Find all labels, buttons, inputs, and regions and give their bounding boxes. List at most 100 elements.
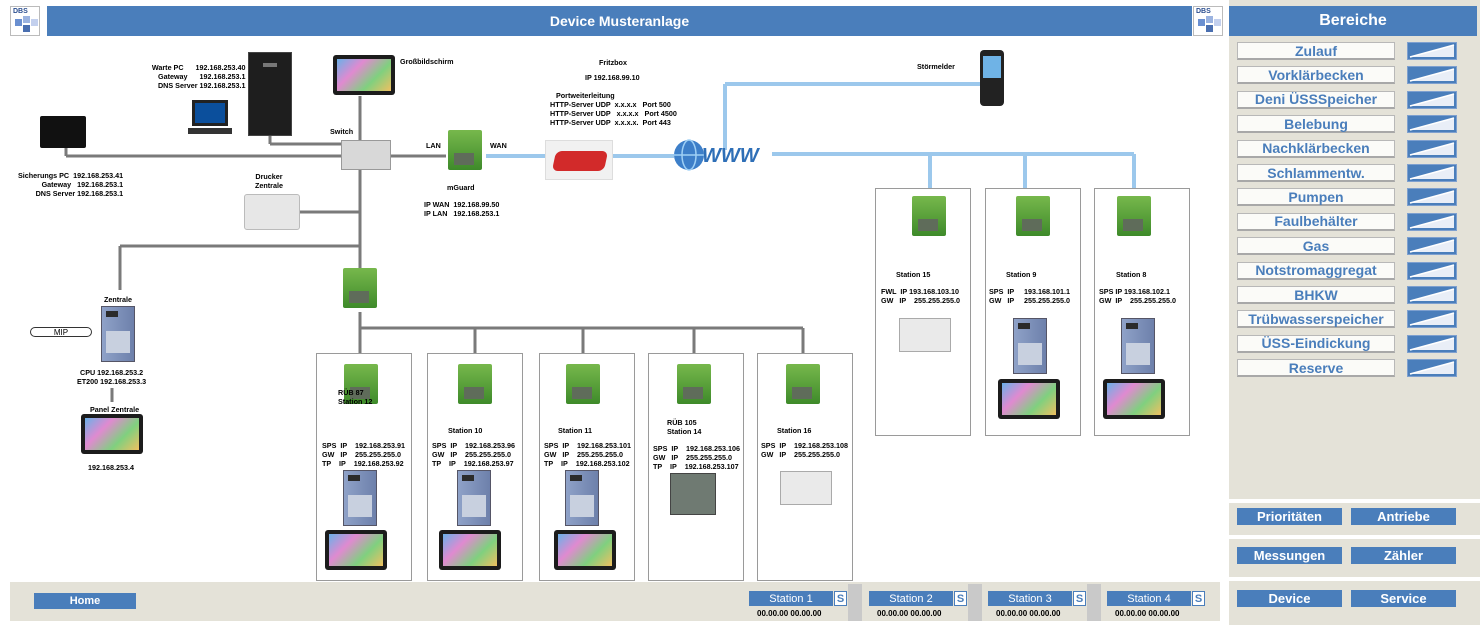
sicherungs-pc-icon[interactable] (40, 116, 86, 148)
mguard-ip-label: IP WAN 192.168.99.50 IP LAN 192.168.253.… (424, 200, 500, 218)
area-button[interactable]: Deni ÜSSSpeicher (1237, 90, 1395, 109)
area-trend-icon[interactable] (1407, 237, 1457, 256)
fritzbox-ip-label: IP 192.168.99.10 (585, 73, 640, 82)
mguard-icon[interactable] (566, 364, 600, 404)
messungen-button[interactable]: Messungen (1237, 547, 1342, 564)
mguard-icon[interactable] (1117, 196, 1151, 236)
station-3-s-button[interactable]: S (1073, 591, 1086, 606)
panel-zentrale-label: Panel Zentrale (90, 405, 140, 414)
panel-divider (1229, 577, 1480, 581)
area-button[interactable]: Belebung (1237, 115, 1395, 134)
area-button[interactable]: Gas (1237, 237, 1395, 256)
fritzbox-router-icon[interactable] (545, 140, 613, 180)
area-trend-icon[interactable] (1407, 359, 1457, 378)
station-2-button[interactable]: Station 2 (869, 591, 953, 606)
mguard-icon[interactable] (786, 364, 820, 404)
fritzbox-label: Fritzbox (599, 58, 627, 67)
dbs-logo-left: DBS (10, 6, 40, 36)
area-trend-icon[interactable] (1407, 310, 1457, 329)
panel-icon[interactable] (1103, 379, 1165, 419)
device-button[interactable]: Device (1237, 590, 1342, 607)
area-trend-icon[interactable] (1407, 164, 1457, 182)
mguard-icon[interactable] (343, 268, 377, 308)
station-name: RÜB 87 Station 12 (338, 388, 373, 406)
s7-plc-icon[interactable] (670, 473, 716, 515)
stoermelder-phone-icon[interactable] (980, 50, 1004, 106)
area-button[interactable]: Trübwasserspeicher (1237, 310, 1395, 329)
mguard-icon[interactable] (448, 130, 482, 170)
separator (848, 584, 862, 621)
station-3-button[interactable]: Station 3 (988, 591, 1072, 606)
area-trend-icon[interactable] (1407, 261, 1457, 280)
antriebe-button[interactable]: Antriebe (1351, 508, 1456, 525)
area-trend-icon[interactable] (1407, 334, 1457, 353)
panel-icon[interactable] (998, 379, 1060, 419)
panel-zentrale-icon[interactable] (81, 414, 143, 454)
area-trend-icon[interactable] (1407, 188, 1457, 207)
warte-pc-label: Warte PC 192.168.253.40 Gateway 192.168.… (151, 63, 246, 90)
area-button[interactable]: BHKW (1237, 286, 1395, 304)
area-trend-icon[interactable] (1407, 90, 1457, 109)
logo-text: DBS (1196, 8, 1211, 15)
station-1-button[interactable]: Station 1 (749, 591, 833, 606)
wan-label: WAN (490, 141, 507, 150)
area-trend-icon[interactable] (1407, 66, 1457, 85)
portweiterleitung-label: Portweiterleitung HTTP-Server UDP x.x.x.… (550, 91, 677, 127)
area-button[interactable]: Vorklärbecken (1237, 66, 1395, 85)
sidebar-title: Bereiche (1229, 6, 1477, 36)
plc-icon[interactable] (1013, 318, 1047, 374)
area-trend-icon[interactable] (1407, 42, 1457, 60)
station-4-button[interactable]: Station 4 (1107, 591, 1191, 606)
plc-icon[interactable] (457, 470, 491, 526)
io-module-icon[interactable] (780, 471, 832, 505)
area-button[interactable]: Notstromaggregat (1237, 261, 1395, 280)
area-button[interactable]: Zulauf (1237, 42, 1395, 60)
home-button[interactable]: Home (34, 593, 136, 609)
station-4-time: 00.00.00 00.00.00 (1115, 609, 1180, 618)
mip-button[interactable]: MIP (30, 327, 92, 337)
warte-pc-tower-icon[interactable] (248, 52, 292, 136)
panel-icon[interactable] (439, 530, 501, 570)
mguard-icon[interactable] (458, 364, 492, 404)
area-button[interactable]: Reserve (1237, 359, 1395, 378)
grossbildschirm-icon[interactable] (333, 55, 395, 95)
area-button[interactable]: ÜSS-Eindickung (1237, 334, 1395, 353)
plc-icon[interactable] (343, 470, 377, 526)
printer-icon[interactable] (244, 194, 300, 230)
station-name: Station 10 (448, 426, 483, 435)
panel-icon[interactable] (325, 530, 387, 570)
io-module-icon[interactable] (899, 318, 951, 352)
station-1-s-button[interactable]: S (834, 591, 847, 606)
service-button[interactable]: Service (1351, 590, 1456, 607)
station-name: Station 11 (558, 426, 592, 435)
switch-icon[interactable] (341, 140, 391, 170)
area-button[interactable]: Faulbehälter (1237, 212, 1395, 231)
mguard-icon[interactable] (677, 364, 711, 404)
station-name: RÜB 105 Station 14 (667, 418, 702, 436)
plc-icon[interactable] (565, 470, 599, 526)
mguard-icon[interactable] (344, 364, 378, 404)
station-ip: FWL IP 193.168.103.10 GW IP 255.255.255.… (881, 287, 960, 305)
area-trend-icon[interactable] (1407, 286, 1457, 304)
area-trend-icon[interactable] (1407, 115, 1457, 134)
mguard-icon[interactable] (912, 196, 946, 236)
page-title: Device Musteranlage (47, 6, 1192, 36)
station-4-s-button[interactable]: S (1192, 591, 1205, 606)
area-trend-icon[interactable] (1407, 139, 1457, 158)
zaehler-button[interactable]: Zähler (1351, 547, 1456, 564)
station-ip: SPS IP 192.168.253.101 GW IP 255.255.255… (544, 441, 631, 468)
panel-icon[interactable] (554, 530, 616, 570)
panel-zentrale-ip: 192.168.253.4 (88, 463, 134, 472)
area-button[interactable]: Pumpen (1237, 188, 1395, 207)
mguard-icon[interactable] (1016, 196, 1050, 236)
area-button[interactable]: Schlammentw. (1237, 164, 1395, 182)
plc-icon[interactable] (1121, 318, 1155, 374)
panel-divider (1229, 499, 1480, 503)
station-2-s-button[interactable]: S (954, 591, 967, 606)
zentrale-cpu-icon[interactable] (101, 306, 135, 362)
area-button[interactable]: Nachklärbecken (1237, 139, 1395, 158)
stoermelder-label: Störmelder (917, 62, 955, 71)
prioritaeten-button[interactable]: Prioritäten (1237, 508, 1342, 525)
dbs-logo-right: DBS (1193, 6, 1223, 36)
area-trend-icon[interactable] (1407, 212, 1457, 231)
